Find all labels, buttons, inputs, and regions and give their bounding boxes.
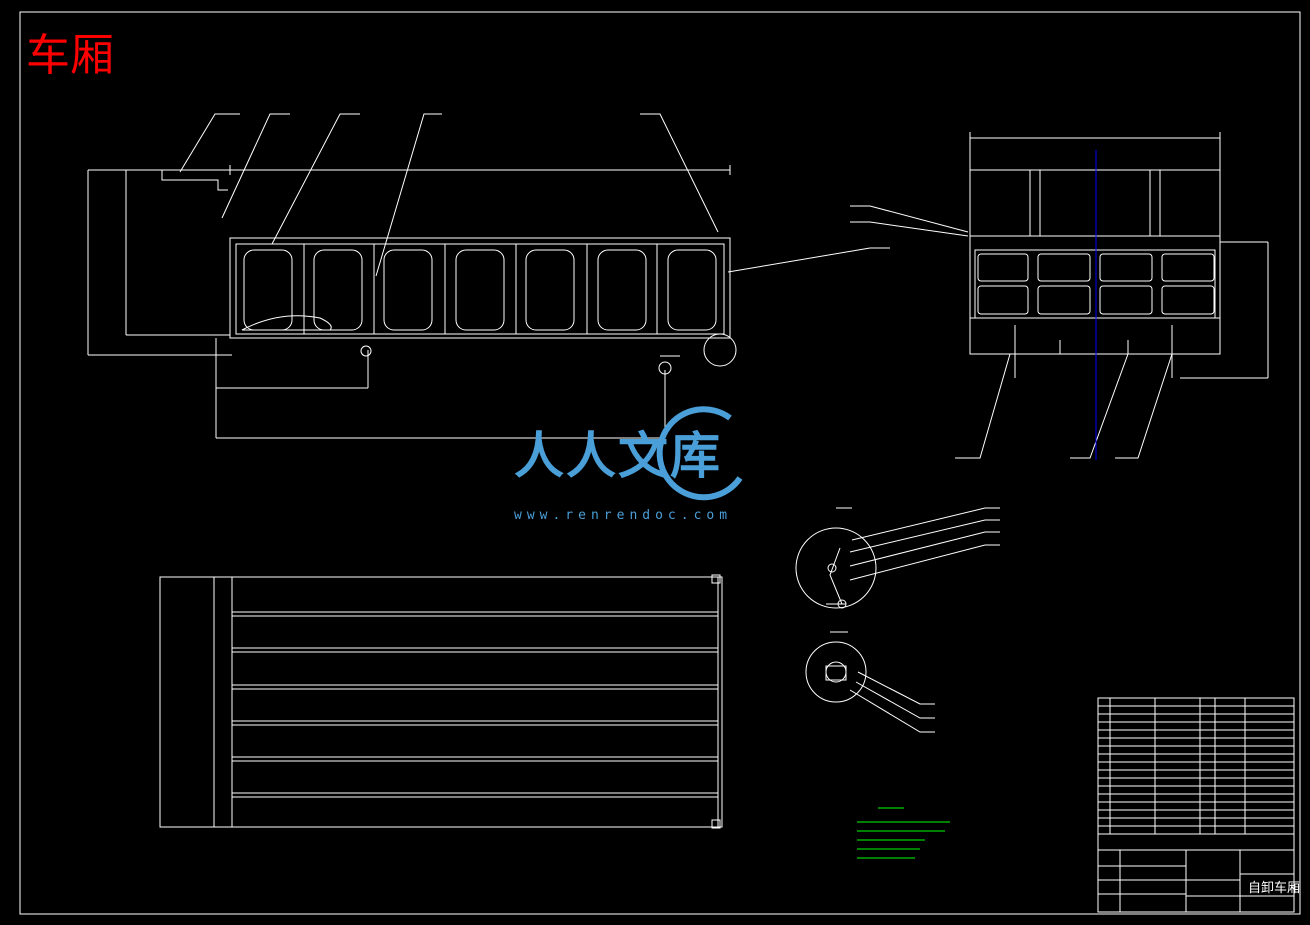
top-view: [159, 574, 723, 829]
watermark-url: www.renrendoc.com: [514, 508, 733, 523]
detail-views: [795, 507, 1000, 733]
watermark-emblem: [656, 406, 743, 501]
technical-notes: [857, 807, 950, 859]
drawing-title: 车厢: [26, 30, 114, 81]
end-view: [850, 132, 1269, 459]
end-panels: [977, 253, 1215, 315]
drawing-border: [19, 11, 1301, 915]
side-panels: [243, 244, 717, 334]
watermark-brand: 人人文库: [514, 427, 722, 485]
bom-table: [1097, 697, 1295, 851]
title-block: [1097, 849, 1295, 913]
title-block-name: 自卸车厢: [1248, 881, 1301, 896]
side-view: [87, 113, 890, 439]
